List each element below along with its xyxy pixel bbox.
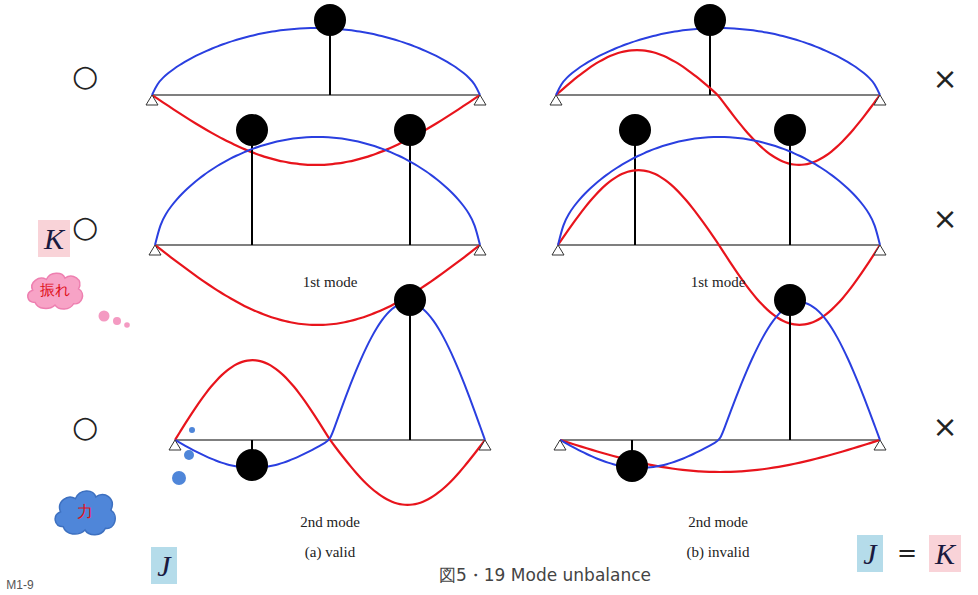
symbol-text: J: [157, 549, 170, 582]
support-triangle: [874, 440, 886, 450]
symbol-text: J: [863, 537, 876, 570]
mass-stem: [409, 130, 411, 245]
mode-shape-curve: [155, 245, 480, 325]
thought-dot: [113, 317, 121, 325]
mass-stem: [251, 130, 253, 245]
force-symbol: J: [857, 535, 882, 572]
thought-dot: [99, 311, 110, 322]
figure-label: 1st mode: [691, 274, 746, 291]
support-triangle: [552, 245, 564, 255]
force-symbol: J: [151, 547, 176, 584]
validity-mark: ○: [72, 58, 98, 93]
unbalance-mass: [774, 114, 806, 146]
cloud-text: 力: [77, 503, 93, 521]
mass-stem: [789, 300, 791, 440]
stiffness-symbol: K: [38, 220, 70, 257]
mode-shape-curve: [556, 50, 880, 165]
force-cloud: 力: [51, 487, 119, 537]
unbalance-mass: [314, 4, 346, 36]
beam: [552, 114, 886, 325]
validity-mark: ○: [72, 409, 98, 444]
symbol-text: K: [935, 537, 955, 570]
support-triangle: [874, 245, 886, 255]
unbalance-mass: [774, 284, 806, 316]
figure-label: (a) valid: [305, 544, 355, 561]
validity-mark: ×: [932, 61, 957, 96]
mode-shape-curve: [175, 360, 485, 505]
mass-stem: [634, 130, 636, 245]
thought-dot: [189, 427, 195, 433]
thought-dot: [124, 322, 130, 328]
deflection-curve: [560, 302, 880, 468]
figure-label: 2nd mode: [688, 514, 748, 531]
thought-dot: [172, 471, 186, 485]
deflection-curve: [175, 302, 485, 468]
figure-label: 1st mode: [303, 274, 358, 291]
mode-shape-curve: [152, 95, 480, 165]
beam: [554, 284, 886, 482]
figure-caption: 図5・19 Mode unbalance: [439, 564, 651, 587]
beam: [146, 4, 486, 165]
stiffness-symbol: K: [929, 535, 961, 572]
unbalance-mass: [619, 114, 651, 146]
support-triangle: [550, 95, 562, 105]
support-triangle: [874, 95, 886, 105]
support-triangle: [554, 440, 566, 450]
mode-shape-curve: [560, 440, 880, 472]
support-triangle: [474, 95, 486, 105]
unbalance-mass: [394, 114, 426, 146]
deflection-curve: [155, 137, 480, 245]
support-triangle: [474, 245, 486, 255]
support-triangle: [149, 245, 161, 255]
beam: [550, 4, 886, 165]
support-triangle: [479, 440, 491, 450]
mass-stem: [409, 300, 411, 440]
support-triangle: [169, 440, 181, 450]
symbol-text: K: [44, 222, 64, 255]
validity-mark: ×: [932, 201, 957, 236]
beam: [149, 114, 486, 325]
figure-label: (b) invalid: [687, 544, 750, 561]
beam: [169, 284, 491, 505]
unbalance-mass: [616, 450, 648, 482]
figure-label: =: [897, 539, 917, 567]
beam-axis: [155, 244, 480, 246]
support-triangle: [146, 95, 158, 105]
mode-shape-curve: [558, 170, 880, 325]
figure-label: 2nd mode: [300, 514, 360, 531]
unbalance-mass: [236, 114, 268, 146]
validity-mark: ×: [932, 409, 957, 444]
deflection-curve: [556, 28, 880, 95]
page-number: M1-9: [6, 578, 33, 592]
thought-dot: [184, 450, 194, 460]
cloud-text: 振れ: [40, 282, 70, 299]
mass-stem: [789, 130, 791, 245]
unbalance-mass: [236, 449, 268, 481]
validity-mark: ○: [72, 209, 98, 244]
deflection-curve: [558, 137, 880, 245]
deflection-curve: [152, 28, 480, 95]
unbalance-mass: [694, 4, 726, 36]
beam-axis: [152, 94, 480, 96]
deflection-cloud: 振れ: [24, 270, 86, 311]
unbalance-mass: [394, 284, 426, 316]
